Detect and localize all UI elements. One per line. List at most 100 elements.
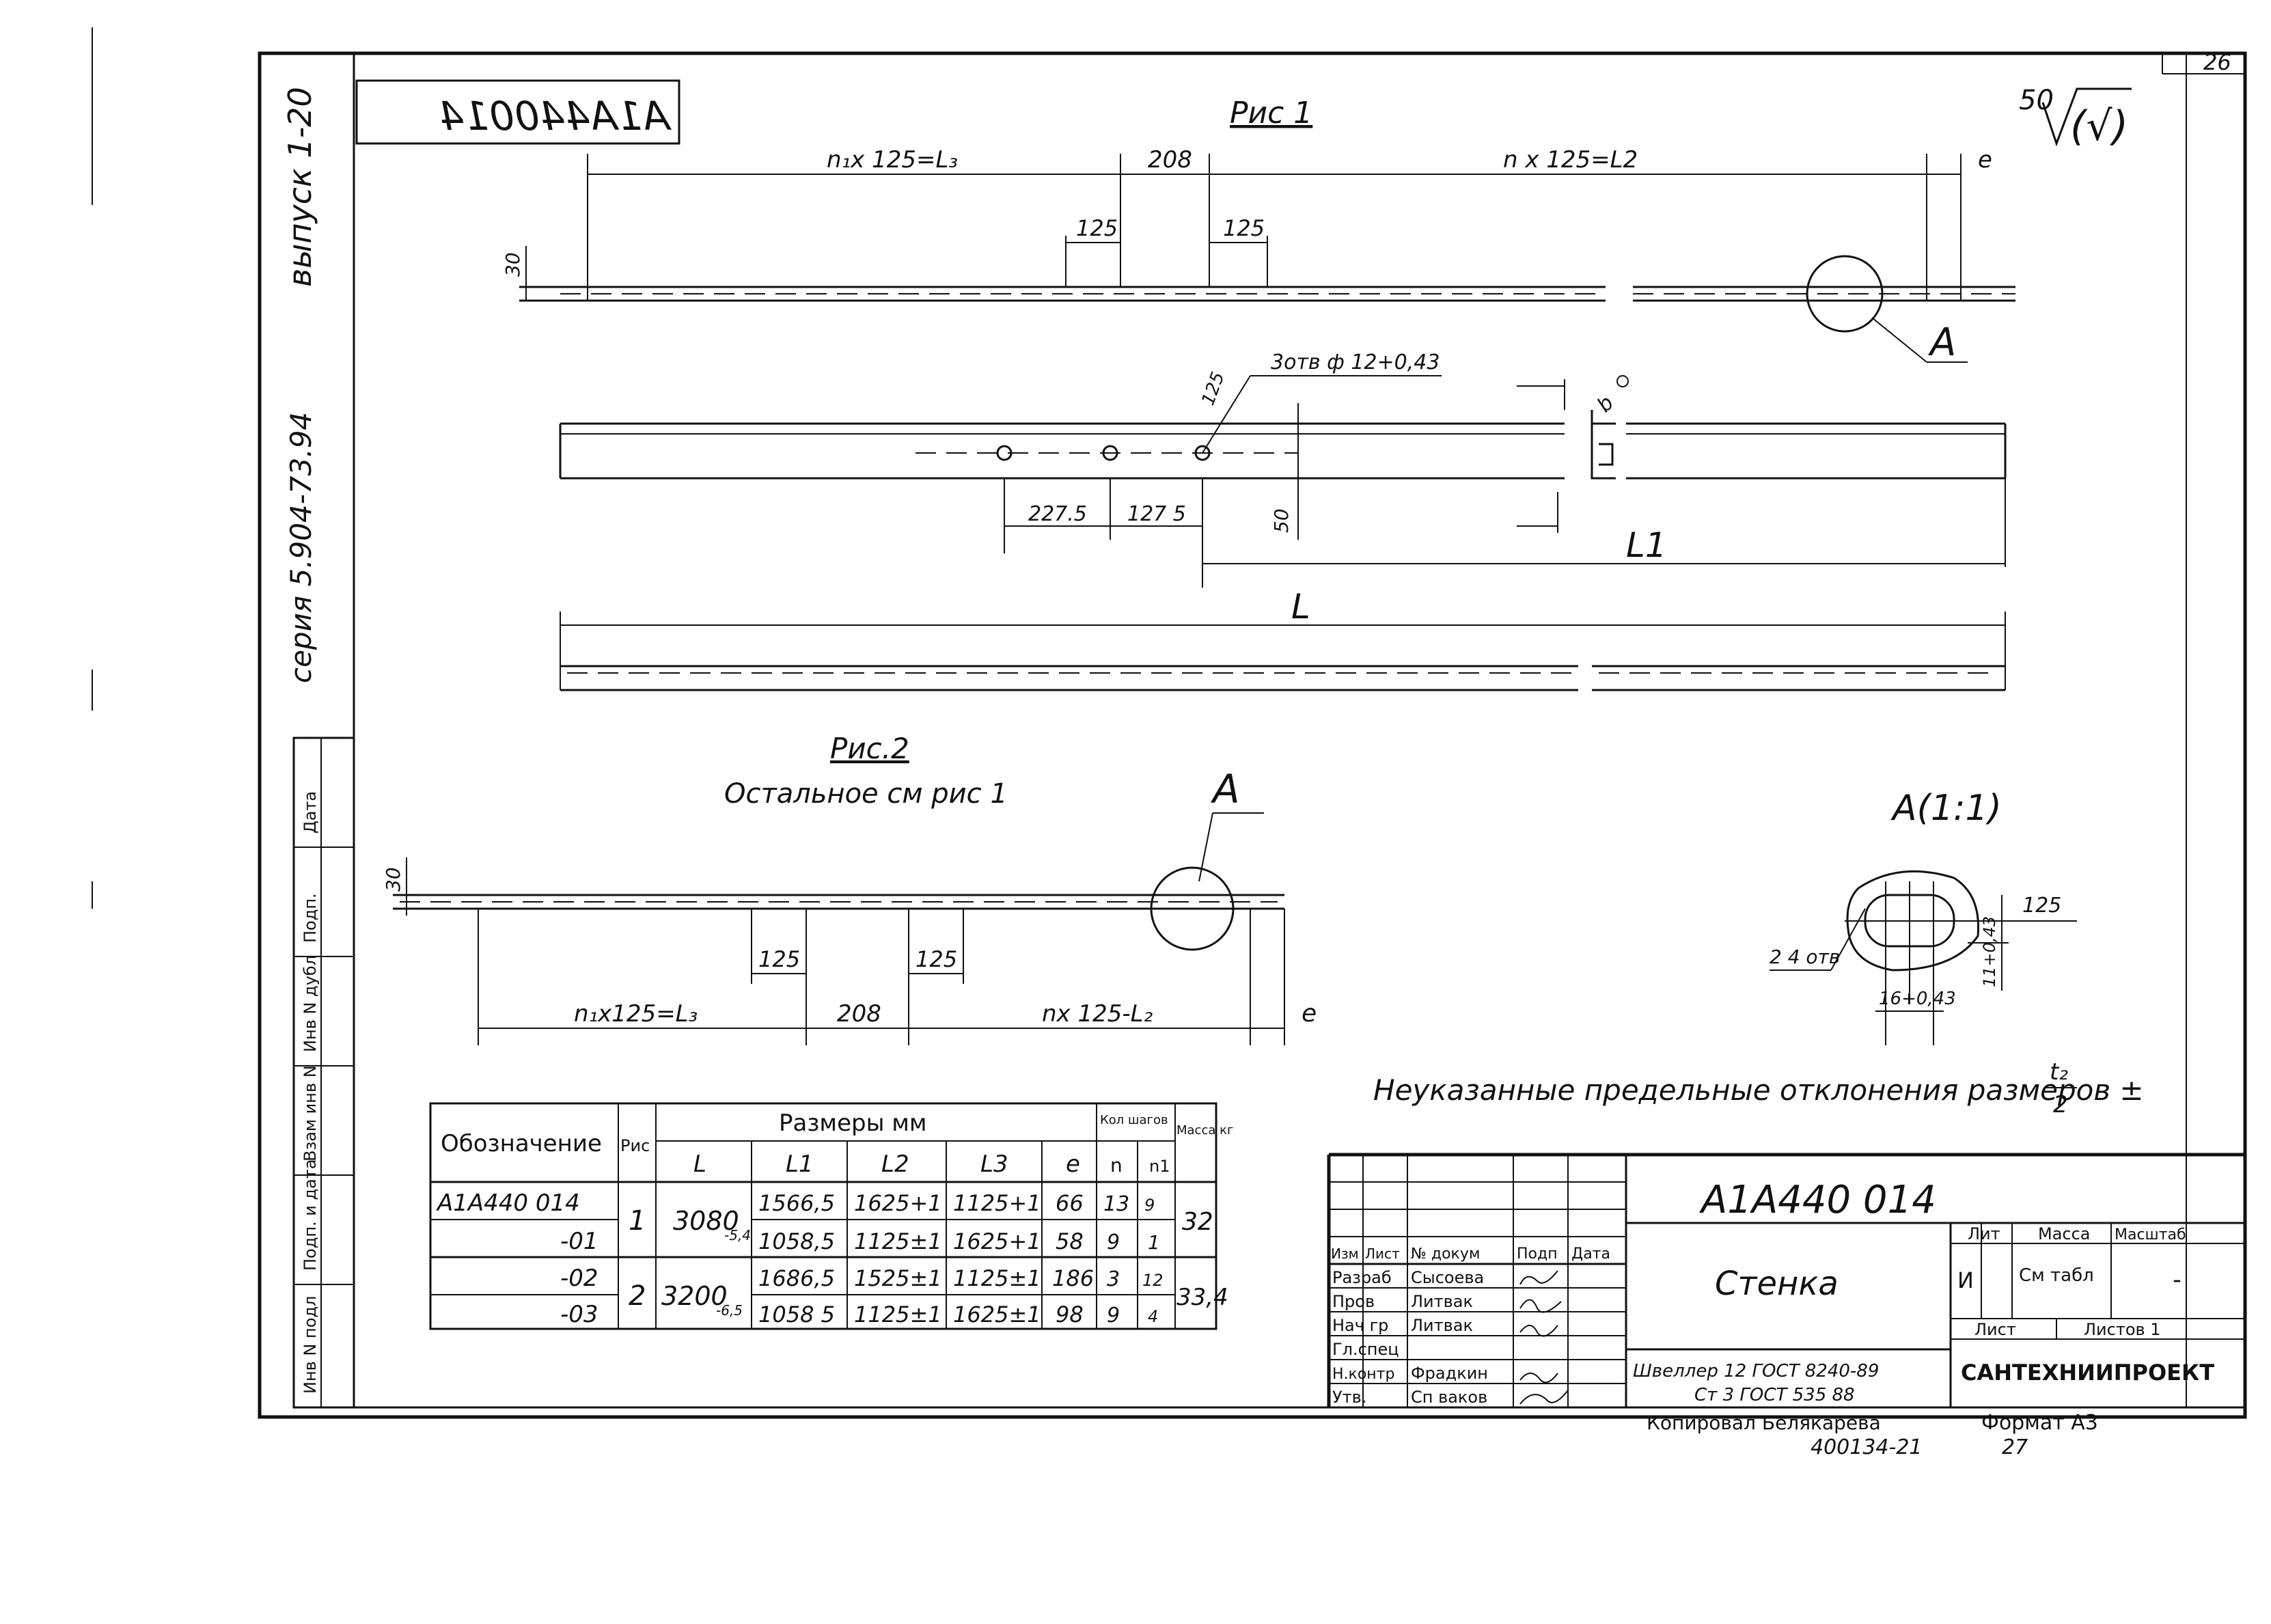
svg-text:1686,5: 1686,5 (758, 1265, 835, 1291)
svg-text:2: 2 (2053, 1091, 2068, 1118)
svg-text:2: 2 (629, 1280, 646, 1312)
svg-text:b: b (1593, 391, 1619, 417)
svg-text:L3: L3 (980, 1151, 1008, 1178)
svg-text:Сп ваков: Сп ваков (1411, 1388, 1487, 1407)
svg-text:16+0,43: 16+0,43 (1879, 989, 1956, 1009)
svg-text:Лист: Лист (1974, 1320, 2016, 1339)
fig2-callout-a: A (1210, 766, 1240, 812)
svg-text:1125+1: 1125+1 (953, 1190, 1041, 1216)
sheet-number: 26 (2203, 49, 2231, 75)
outer-frame (258, 51, 2247, 1419)
svg-text:Листов 1: Листов 1 (2084, 1320, 2161, 1339)
svg-text:1625+1: 1625+1 (953, 1228, 1041, 1254)
svg-text:1058,5: 1058,5 (758, 1228, 835, 1254)
svg-text:Подп.: Подп. (301, 893, 320, 943)
svg-text:A1A440014: A1A440014 (439, 93, 672, 139)
svg-text:127 5: 127 5 (1127, 502, 1186, 526)
svg-text:L1: L1 (786, 1151, 814, 1178)
svg-text:Размеры мм: Размеры мм (779, 1110, 927, 1137)
svg-text:L2: L2 (881, 1151, 909, 1178)
svg-text:Швеллер 12 ГОСТ 8240-89: Швеллер 12 ГОСТ 8240-89 (1633, 1361, 1879, 1381)
svg-text:3отв ф 12+0,43: 3отв ф 12+0,43 (1271, 350, 1440, 374)
svg-text:t₂: t₂ (2050, 1058, 2068, 1086)
svg-text:-6,5: -6,5 (716, 1302, 743, 1319)
svg-text:Сысоева: Сысоева (1411, 1268, 1484, 1287)
svg-text:A1A440 014: A1A440 014 (436, 1189, 580, 1217)
svg-text:1566,5: 1566,5 (758, 1190, 835, 1216)
fig2-title: Рис.2 (830, 732, 909, 765)
svg-text:125: 125 (758, 946, 800, 972)
svg-text:Н.контр: Н.контр (1332, 1366, 1394, 1383)
svg-text:1625±1: 1625±1 (953, 1302, 1041, 1327)
svg-text:186: 186 (1052, 1265, 1094, 1291)
svg-text:3080: 3080 (673, 1206, 739, 1236)
svg-text:66: 66 (1056, 1190, 1084, 1216)
spec-table: Обозначение Рис Размеры мм Кол шагов Мас… (429, 1102, 1233, 1330)
title-name: Стенка (1715, 1265, 1839, 1303)
svg-text:Изм: Изм (1331, 1245, 1359, 1262)
svg-text:3: 3 (1107, 1267, 1120, 1291)
svg-text:11+0,43: 11+0,43 (1980, 916, 1999, 987)
svg-text:125: 125 (1076, 215, 1118, 241)
svg-text:4: 4 (1148, 1307, 1158, 1326)
svg-text:Кол шагов: Кол шагов (1100, 1113, 1168, 1127)
svg-text:Масса: Масса (2038, 1224, 2091, 1243)
svg-text:nx 125-L₂: nx 125-L₂ (1042, 1000, 1153, 1028)
svg-text:n₁x125=L₃: n₁x125=L₃ (574, 1000, 698, 1028)
svg-text:Взам инв N: Взам инв N (301, 1065, 320, 1161)
svg-text:-03: -03 (560, 1301, 598, 1328)
svg-text:Инв N подл: Инв N подл (301, 1296, 320, 1394)
svg-text:Масштаб: Масштаб (2115, 1226, 2186, 1243)
svg-text:1: 1 (629, 1205, 646, 1237)
fig1-callout-a: A (1928, 320, 1956, 365)
svg-text:Ст 3 ГОСТ 535 88: Ст 3 ГОСТ 535 88 (1694, 1385, 1855, 1405)
svg-text:9: 9 (1107, 1304, 1120, 1327)
title-block: Изм Лист № докум Подп Дата Разраб Сысоев… (1327, 1153, 2245, 1407)
svg-text:n x 125=L2: n x 125=L2 (1503, 146, 1638, 174)
svg-text:Обозначение: Обозначение (441, 1130, 602, 1157)
svg-text:n₁x 125=L₃: n₁x 125=L₃ (827, 146, 958, 174)
svg-text:1625+1: 1625+1 (854, 1190, 942, 1216)
svg-text:серия 5.904-73.94: серия 5.904-73.94 (284, 412, 318, 683)
svg-text:Масса кг: Масса кг (1176, 1123, 1233, 1138)
svg-text:Гл.спец: Гл.спец (1332, 1340, 1399, 1359)
svg-text:e: e (1066, 1151, 1080, 1178)
svg-text:1: 1 (1148, 1231, 1160, 1254)
detail-title: А(1:1) (1890, 788, 2002, 829)
svg-text:Формат А3: Формат А3 (1981, 1411, 2098, 1435)
svg-text:L: L (693, 1151, 706, 1178)
svg-text:Инв N дубл: Инв N дубл (301, 955, 320, 1052)
svg-text:58: 58 (1056, 1228, 1084, 1254)
svg-text:125: 125 (916, 946, 957, 972)
detail-a: А(1:1) 16+0,43 11+0,43 125 2 4 отв (1770, 788, 2077, 1045)
svg-text:32: 32 (1182, 1208, 1213, 1236)
svg-text:50: 50 (1270, 508, 1293, 533)
svg-text:1125±1: 1125±1 (953, 1265, 1041, 1291)
svg-text:125: 125 (2022, 894, 2061, 918)
svg-text:13: 13 (1103, 1192, 1129, 1216)
svg-text:-5,4: -5,4 (724, 1227, 751, 1243)
svg-text:-: - (2173, 1266, 2181, 1294)
svg-text:50: 50 (2019, 85, 2054, 116)
side-margin: выпуск 1-20 серия 5.904-73.94 Инв N подл… (281, 87, 355, 1409)
svg-text:125: 125 (1198, 369, 1228, 408)
svg-text:См табл: См табл (2019, 1265, 2094, 1286)
svg-text:Копировал Белякарева: Копировал Белякарева (1647, 1412, 1881, 1434)
svg-text:Нач гр: Нач гр (1332, 1316, 1388, 1335)
svg-text:3200: 3200 (661, 1281, 728, 1311)
svg-text:(√): (√) (2070, 102, 2128, 150)
svg-text:30: 30 (382, 867, 404, 892)
svg-text:30: 30 (501, 252, 524, 277)
svg-text:Дата: Дата (301, 791, 320, 834)
svg-text:27: 27 (2002, 1435, 2028, 1459)
svg-text:n1: n1 (1149, 1157, 1170, 1176)
svg-text:e: e (1302, 1000, 1317, 1028)
svg-text:№ докум: № докум (1411, 1245, 1480, 1263)
svg-text:1125±1: 1125±1 (854, 1302, 942, 1327)
svg-text:12: 12 (1142, 1271, 1164, 1290)
fig2-subtitle: Остальное см рис 1 (724, 778, 1008, 810)
svg-text:98: 98 (1056, 1302, 1084, 1327)
svg-text:Рис: Рис (620, 1136, 650, 1155)
svg-text:L: L (1291, 587, 1310, 627)
